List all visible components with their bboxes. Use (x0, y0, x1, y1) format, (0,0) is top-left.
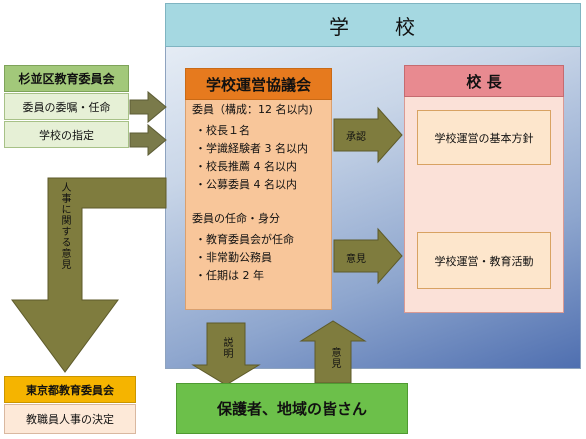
council-member-1: ・校長１名 (195, 124, 250, 137)
tokyo-item-hr: 教職員人事の決定 (4, 404, 136, 434)
arrow-appoint (129, 90, 167, 124)
arrow-explanation (191, 322, 261, 386)
council-member-3: ・校長推薦 4 名以内 (195, 160, 297, 173)
school-title: 学 校 (165, 3, 581, 47)
guardian-opinion-label: 意見 (329, 347, 340, 369)
tokyo-board-title: 東京都教育委員会 (4, 376, 136, 403)
opinion-label: 意見 (346, 254, 366, 265)
council-members-heading: 委員（構成：12 名以内) (192, 103, 313, 116)
council-member-2: ・学識経験者 3 名以内 (195, 142, 308, 155)
suginami-item-appoint: 委員の委嘱・任命 (4, 93, 129, 120)
principal-activities-box: 学校運営・教育活動 (417, 232, 551, 289)
arrow-hr-opinion (11, 177, 167, 373)
principal-policy-box: 学校運営の基本方針 (417, 110, 551, 165)
suginami-item-designate: 学校の指定 (4, 121, 129, 148)
council-member-4: ・公募委員 4 名以内 (195, 178, 297, 191)
explanation-label: 説明 (221, 337, 232, 359)
council-appointment-heading: 委員の任命・身分 (192, 212, 280, 225)
approval-label: 承認 (346, 132, 366, 143)
council-box (185, 68, 332, 310)
arrow-designate (129, 123, 167, 157)
council-appointment-2: ・非常勤公務員 (195, 251, 272, 264)
council-appointment-1: ・教育委員会が任命 (195, 233, 294, 246)
principal-title: 校 長 (404, 65, 564, 97)
council-appointment-3: ・任期は 2 年 (195, 269, 264, 282)
council-title: 学校運営協議会 (185, 68, 332, 100)
guardians-box: 保護者、地域の皆さん (176, 383, 408, 434)
hr-opinion-label: 人事に関する意見 (59, 182, 70, 270)
school-title-text: 学 校 (329, 14, 417, 39)
arrow-approval (333, 106, 403, 164)
arrow-opinion (333, 227, 403, 285)
suginami-board-title: 杉並区教育委員会 (4, 65, 129, 92)
